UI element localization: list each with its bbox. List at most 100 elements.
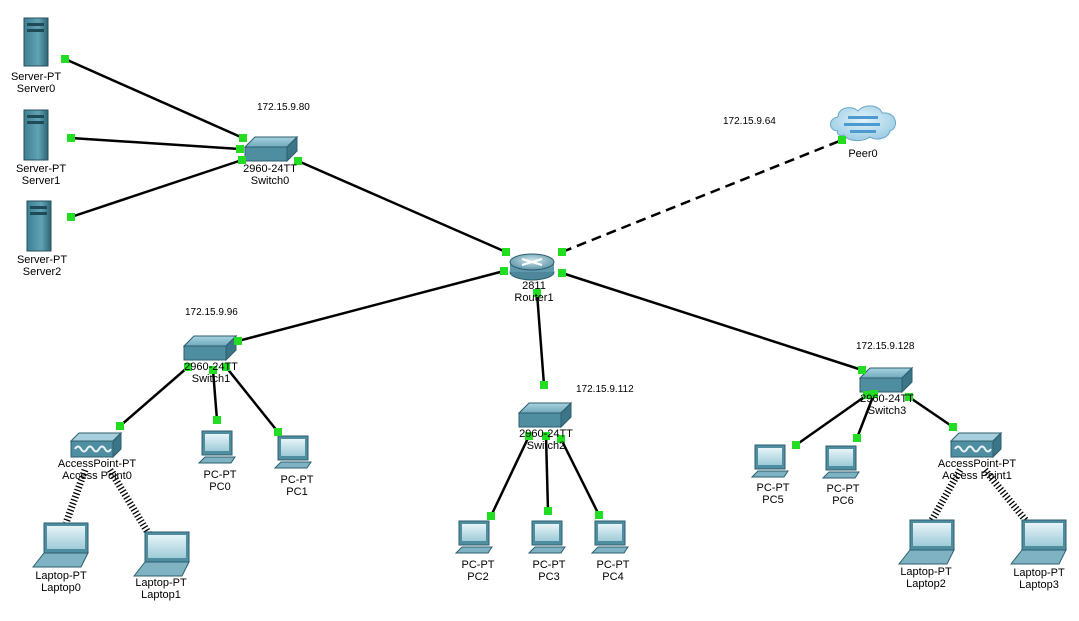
switch-icon[interactable] xyxy=(517,401,573,429)
port-light xyxy=(274,428,282,436)
device-label-pc0: PC-PT PC0 xyxy=(204,469,237,493)
device-name: PC6 xyxy=(832,495,854,507)
pc-icon[interactable] xyxy=(821,445,860,479)
device-model: PC-PT xyxy=(756,482,790,494)
laptop-icon[interactable] xyxy=(31,522,89,568)
port-light xyxy=(502,248,510,256)
device-label-pc5: PC-PT PC5 xyxy=(757,482,790,506)
link-router1-switch3 xyxy=(561,271,863,372)
link-router1-switch1 xyxy=(237,269,505,343)
device-name: Laptop3 xyxy=(1019,579,1059,591)
link-switch0-router1 xyxy=(297,159,507,254)
device-name: Switch3 xyxy=(867,405,907,417)
device-name: PC2 xyxy=(467,571,489,583)
device-name: Switch1 xyxy=(191,373,231,385)
device-label-laptop1: Laptop-PT Laptop1 xyxy=(135,577,186,601)
port-light xyxy=(525,432,533,440)
device-model: PC-PT xyxy=(280,474,314,486)
port-light xyxy=(116,422,124,430)
cloud-icon[interactable] xyxy=(830,105,897,142)
router-icon[interactable] xyxy=(509,253,555,281)
device-label-switch3: 2960-24TT Switch3 xyxy=(860,393,914,417)
device-model: 2960-24TT xyxy=(519,428,573,440)
device-model: 2960-24TT xyxy=(243,163,297,175)
switch-icon[interactable] xyxy=(182,334,238,362)
server-icon[interactable] xyxy=(23,109,49,161)
device-name: Access Point1 xyxy=(942,470,1012,482)
link-switch1-pc0 xyxy=(211,369,219,421)
port-light xyxy=(236,145,244,153)
device-label-switch1: 2960-24TT Switch1 xyxy=(184,361,238,385)
device-label-peer0: Peer0 xyxy=(848,148,877,160)
link-router1-peer0 xyxy=(561,138,843,254)
device-label-pc3: PC-PT PC3 xyxy=(533,559,566,583)
device-name: PC4 xyxy=(602,571,624,583)
port-light xyxy=(853,434,861,442)
pc-icon[interactable] xyxy=(590,520,629,554)
pc-icon[interactable] xyxy=(750,444,789,478)
port-light xyxy=(294,157,302,165)
port-light xyxy=(213,416,221,424)
device-model: Laptop-PT xyxy=(135,577,187,589)
device-model: AccessPoint-PT xyxy=(937,458,1017,470)
laptop-icon[interactable] xyxy=(897,519,955,565)
port-light xyxy=(234,337,242,345)
pc-icon[interactable] xyxy=(527,520,566,554)
device-name: Laptop0 xyxy=(41,582,81,594)
pc-icon[interactable] xyxy=(454,520,493,554)
port-light xyxy=(949,423,957,431)
laptop-icon[interactable] xyxy=(132,531,190,577)
link-switch2-pc3 xyxy=(544,435,550,512)
device-model: Server-PT xyxy=(16,254,68,266)
wireless-ap1-laptop3 xyxy=(982,467,1030,525)
port-light xyxy=(870,390,878,398)
device-label-router1: 2811 Router1 xyxy=(514,280,553,304)
pc-icon[interactable] xyxy=(273,435,312,469)
port-light xyxy=(557,435,565,443)
port-light xyxy=(863,391,871,399)
device-label-server1: Server-PT Server1 xyxy=(16,163,66,187)
access-point-icon[interactable] xyxy=(69,431,123,459)
port-light xyxy=(239,134,247,142)
device-name: Access Point0 xyxy=(62,470,132,482)
subnet-label-switch1: 172.15.9.96 xyxy=(185,307,238,318)
device-model: AccessPoint-PT xyxy=(57,458,137,470)
subnet-label-switch3: 172.15.9.128 xyxy=(856,341,915,352)
device-label-switch2: 2960-24TT Switch2 xyxy=(519,428,573,452)
port-light xyxy=(184,363,192,371)
device-label-pc2: PC-PT PC2 xyxy=(462,559,495,583)
port-light xyxy=(542,432,550,440)
device-model: PC-PT xyxy=(826,483,860,495)
device-label-server2: Server-PT Server2 xyxy=(17,254,67,278)
device-name: Laptop2 xyxy=(906,578,946,590)
device-model: Laptop-PT xyxy=(900,566,952,578)
link-server0-switch0 xyxy=(64,57,244,140)
device-model: 2811 xyxy=(522,280,546,292)
device-model: Laptop-PT xyxy=(1013,567,1065,579)
access-point-icon[interactable] xyxy=(949,431,1003,459)
switch-icon[interactable] xyxy=(243,135,299,163)
link-switch2-pc2 xyxy=(489,435,531,517)
port-light xyxy=(533,289,541,297)
device-name: Server1 xyxy=(21,175,61,187)
pc-icon[interactable] xyxy=(197,430,236,464)
port-light xyxy=(905,393,913,401)
laptop-icon[interactable] xyxy=(1009,519,1067,565)
device-model: PC-PT xyxy=(532,559,566,571)
server-icon[interactable] xyxy=(23,17,49,67)
port-light xyxy=(209,366,217,374)
device-model: PC-PT xyxy=(203,469,237,481)
port-light xyxy=(838,136,846,144)
server-icon[interactable] xyxy=(26,200,52,252)
device-label-laptop2: Laptop-PT Laptop2 xyxy=(900,566,951,590)
switch-icon[interactable] xyxy=(858,366,914,394)
device-name: Laptop1 xyxy=(141,589,181,601)
subnet-label-peer: 172.15.9.64 xyxy=(723,116,776,127)
link-switch3-ap1 xyxy=(908,395,954,429)
device-name: Server2 xyxy=(22,266,62,278)
port-light xyxy=(67,213,75,221)
port-light xyxy=(558,248,566,256)
device-label-laptop0: Laptop-PT Laptop0 xyxy=(35,570,86,594)
device-name: Switch2 xyxy=(526,440,566,452)
